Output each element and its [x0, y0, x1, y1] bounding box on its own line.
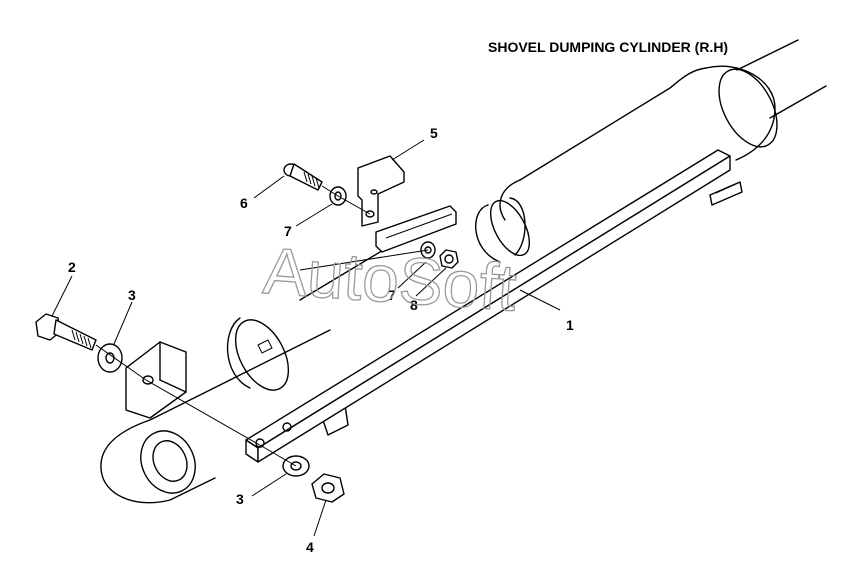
bolt-lower	[35, 313, 97, 351]
callout-1: 1	[566, 317, 574, 333]
callout-2: 2	[68, 259, 76, 275]
watermark: AutoSoft	[261, 233, 519, 324]
nut-lower	[311, 473, 345, 503]
callout-3-lower: 3	[236, 491, 244, 507]
lower-bracket-plate	[125, 341, 187, 419]
washer-lower-left	[97, 343, 123, 373]
guard-bar	[245, 149, 731, 463]
nut-mid	[439, 249, 459, 269]
diagram-title: SHOVEL DUMPING CYLINDER (R.H)	[488, 39, 728, 55]
callout-4: 4	[306, 539, 314, 555]
callout-8: 8	[410, 297, 418, 313]
bolt-upper	[283, 163, 323, 191]
callout-5: 5	[430, 125, 438, 141]
assembly-lines	[95, 185, 429, 467]
callout-3-upper: 3	[128, 287, 136, 303]
leader-lines	[51, 139, 561, 537]
callout-7-lower: 7	[388, 287, 396, 303]
callout-6: 6	[240, 195, 248, 211]
upper-bracket	[357, 155, 457, 253]
callout-7-upper: 7	[284, 223, 292, 239]
hydraulic-cylinder	[100, 39, 827, 504]
